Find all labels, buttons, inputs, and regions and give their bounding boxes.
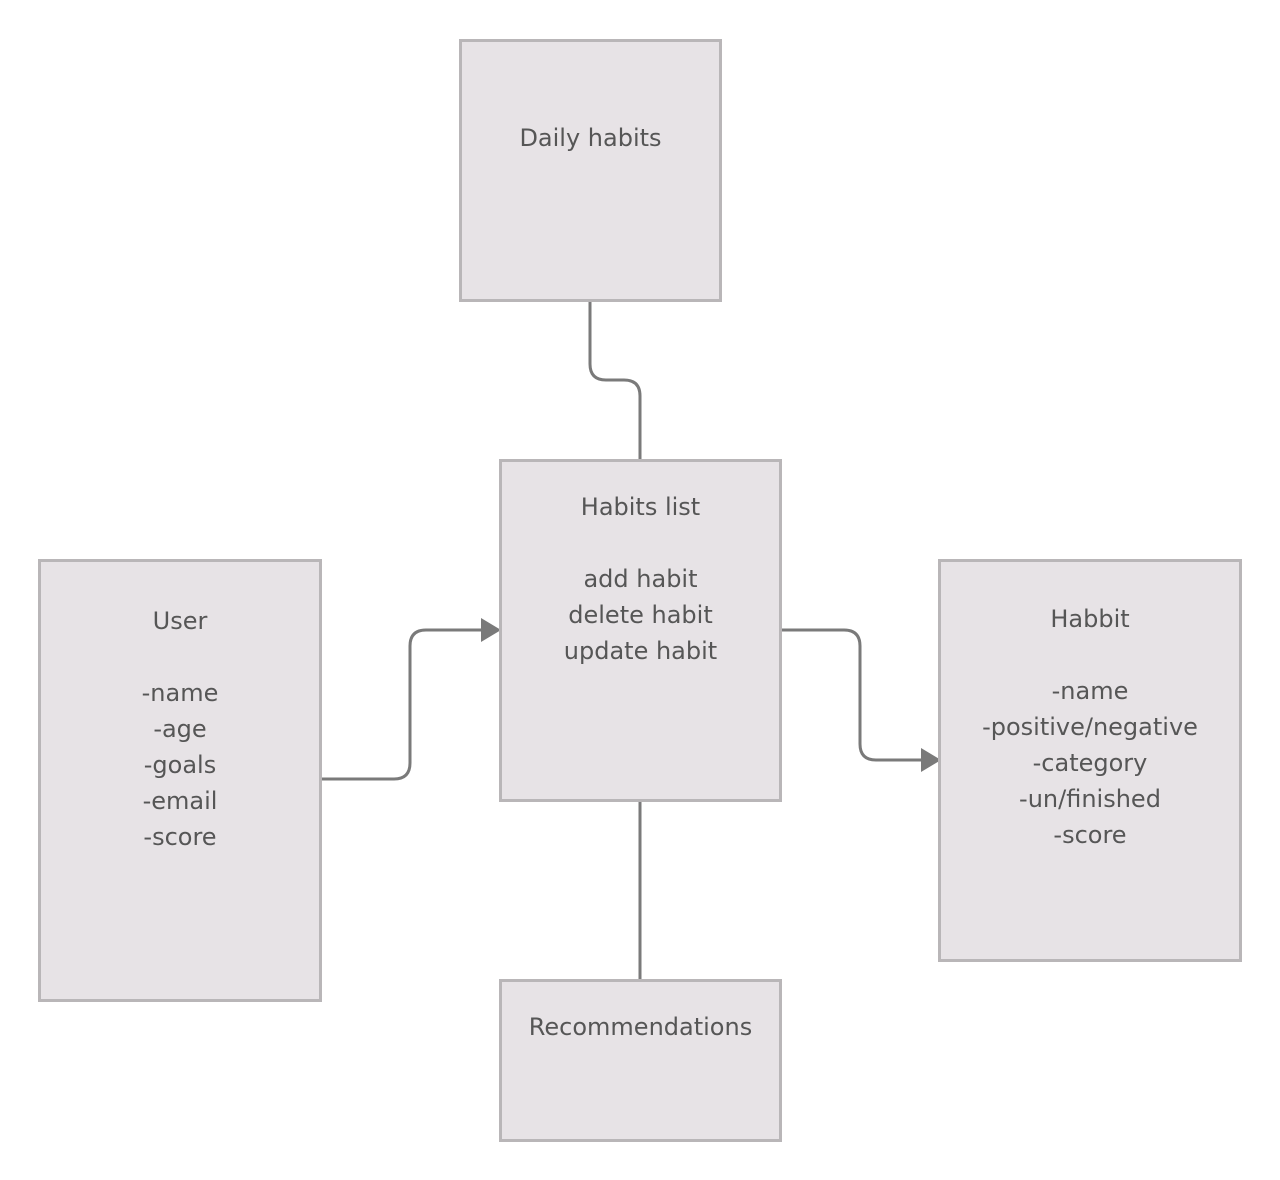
user-box[interactable]: User -name -age -goals -email -score	[38, 559, 322, 1002]
habbit-attributes: -name -positive/negative -category -un/f…	[941, 673, 1239, 853]
edge-habits-list-to-habbit	[780, 628, 922, 762]
operation-item: update habit	[563, 637, 718, 665]
recommendations-title: Recommendations	[528, 1013, 753, 1041]
attribute-item: -age	[153, 715, 207, 743]
attribute-item: -name	[1051, 677, 1129, 705]
attribute-item: -email	[142, 787, 218, 815]
operation-item: delete habit	[568, 601, 713, 629]
recommendations-box[interactable]: Recommendations	[499, 979, 782, 1142]
attribute-item: -name	[141, 679, 219, 707]
attribute-item: -score	[143, 823, 217, 851]
attribute-item: -score	[1053, 821, 1127, 849]
habbit-title: Habbit	[1050, 605, 1130, 633]
user-attributes: -name -age -goals -email -score	[41, 675, 319, 855]
attribute-item: -category	[1032, 749, 1148, 777]
attribute-item: -positive/negative	[982, 713, 1198, 741]
edge-daily-habits-to-habits-list	[588, 300, 642, 460]
daily-habits-box[interactable]: Daily habits	[459, 39, 722, 302]
user-title: User	[152, 607, 208, 635]
habits-list-title: Habits list	[580, 493, 701, 521]
arrowhead-habits-list	[481, 618, 501, 642]
habits-list-operations: add habit delete habit update habit	[502, 561, 779, 669]
edge-user-to-habits-list	[320, 628, 482, 781]
operation-item: add habit	[583, 565, 698, 593]
habbit-box[interactable]: Habbit -name -positive/negative -categor…	[938, 559, 1242, 962]
daily-habits-title: Daily habits	[519, 124, 662, 152]
attribute-item: -goals	[143, 751, 217, 779]
attribute-item: -un/finished	[1019, 785, 1161, 813]
habits-list-box[interactable]: Habits list add habit delete habit updat…	[499, 459, 782, 802]
arrowhead-habbit	[921, 748, 941, 772]
